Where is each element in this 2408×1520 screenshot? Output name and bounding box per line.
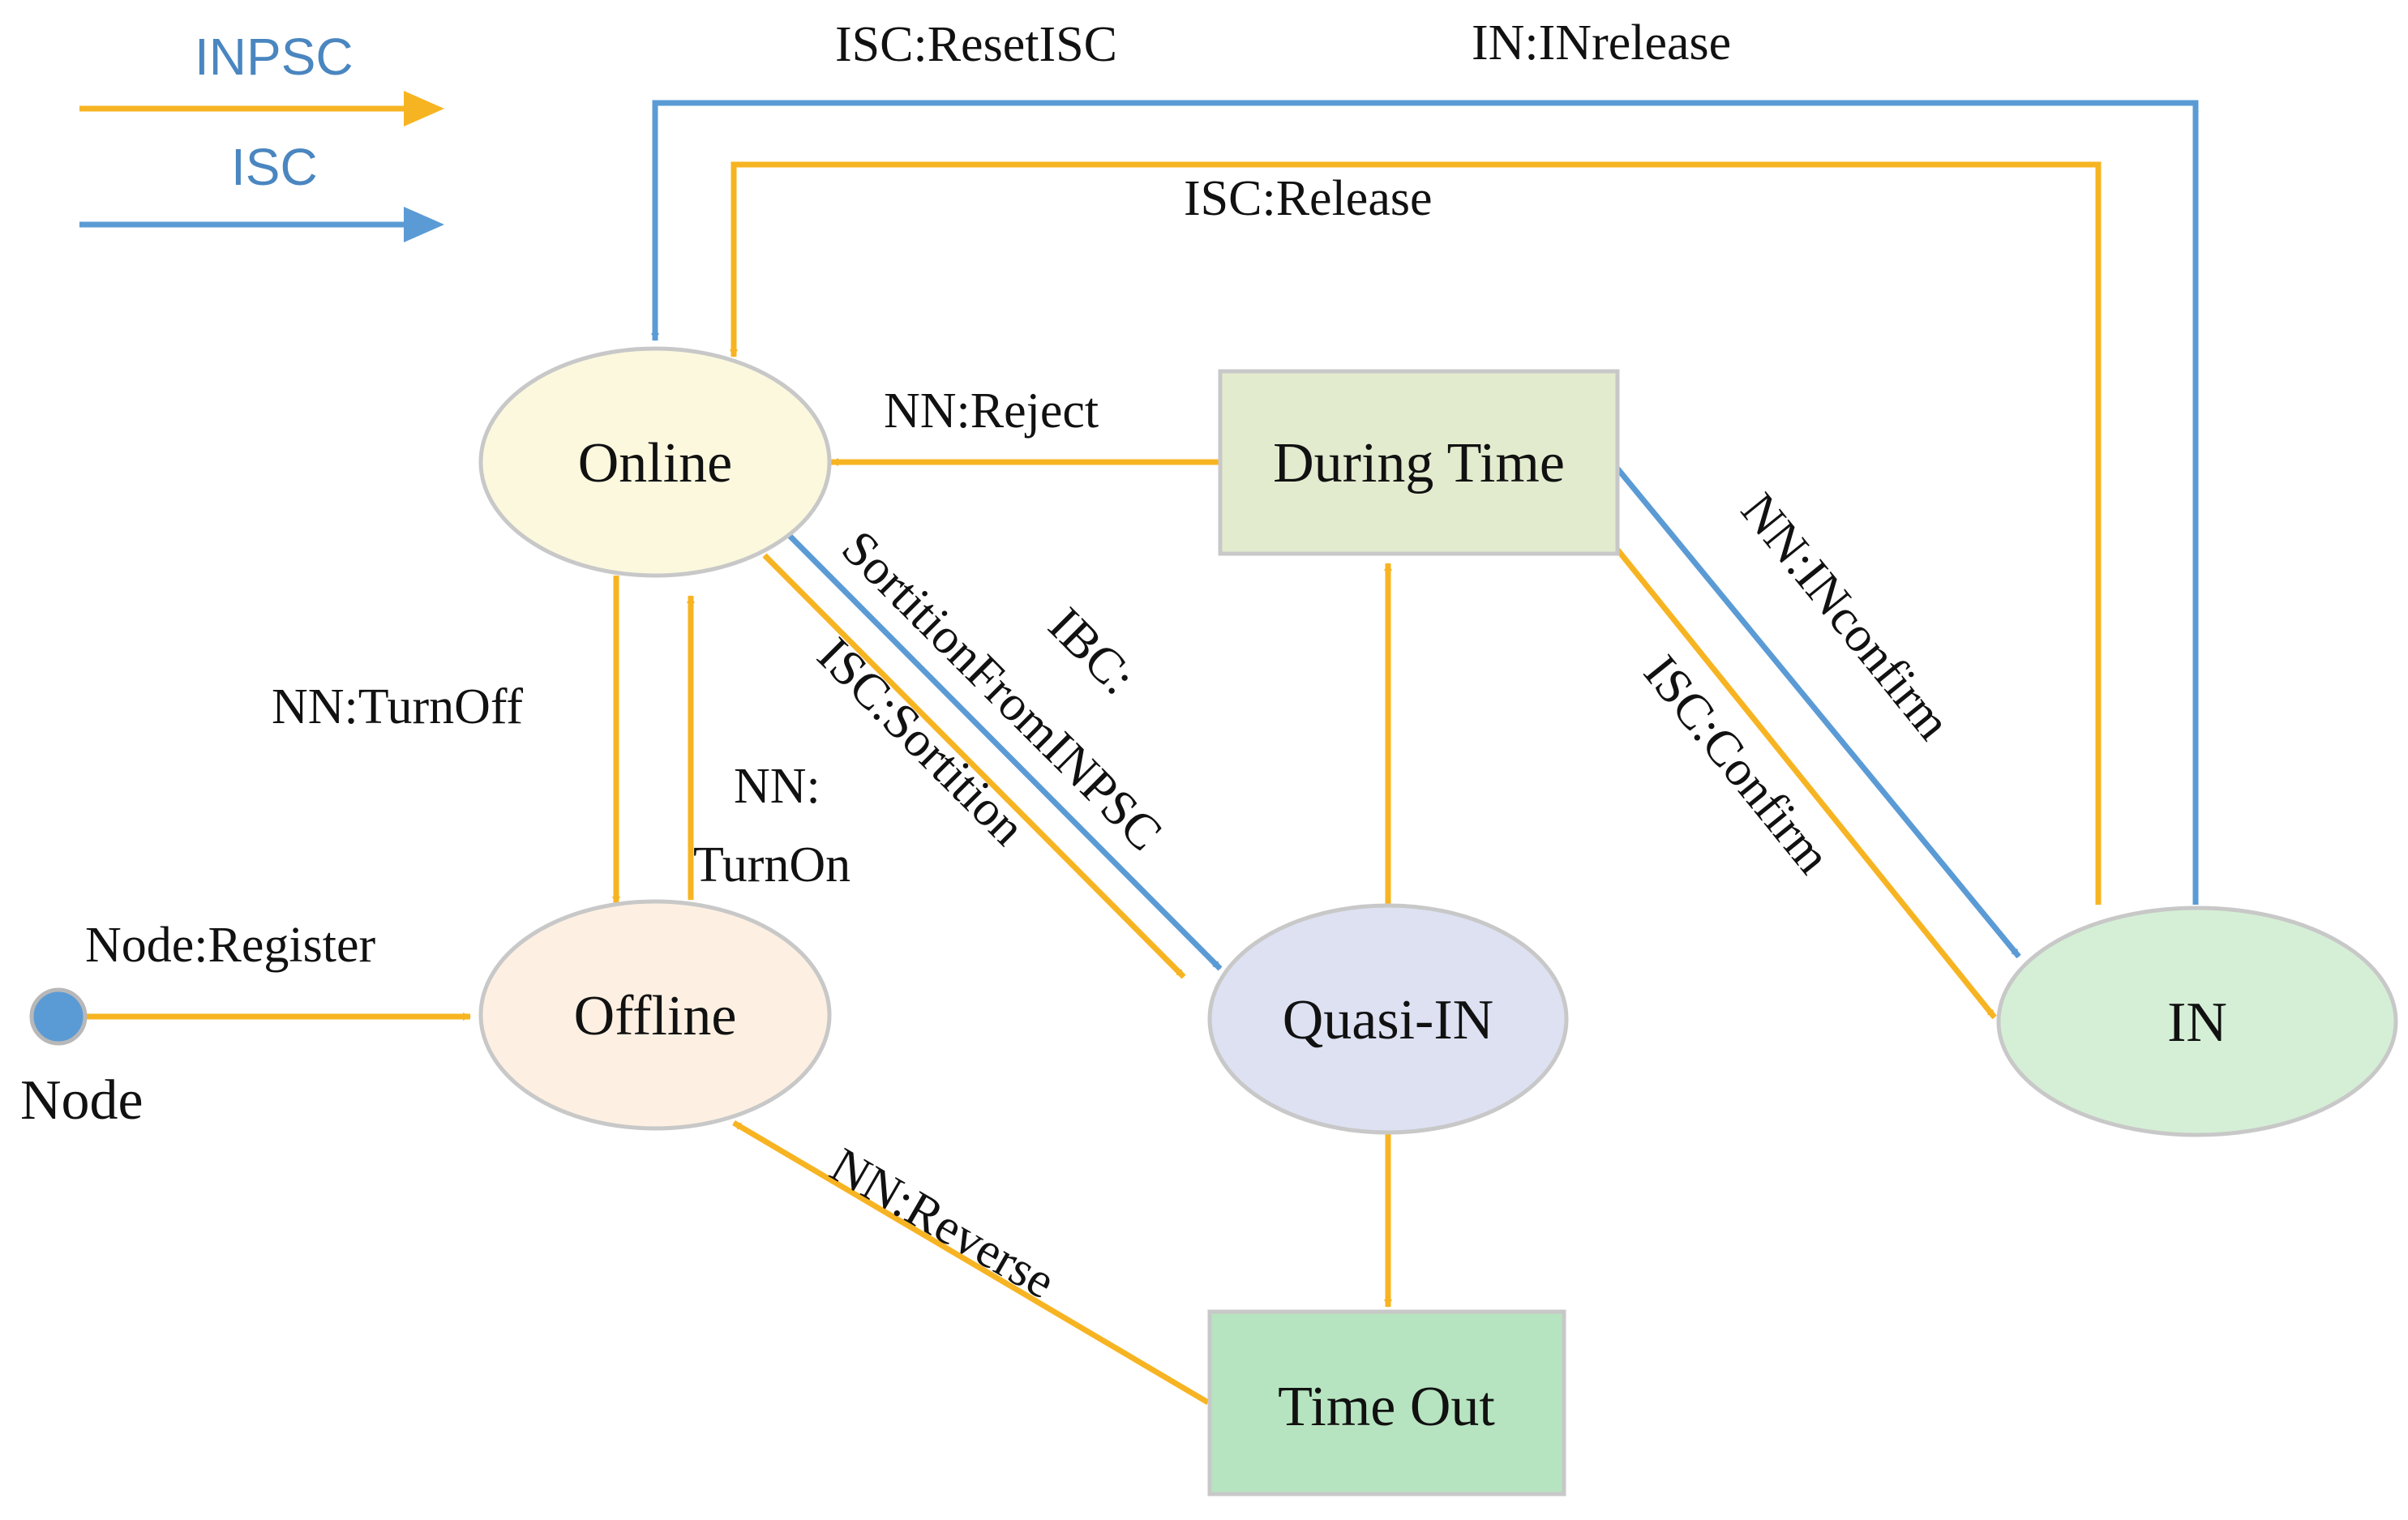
state-in	[1996, 906, 2398, 1137]
state-during-time	[1218, 369, 1620, 556]
edge-in-reset-to-online	[651, 100, 2199, 905]
label-turn-on-line1: NN:	[734, 759, 821, 814]
edge-sortition-from-inpsc	[786, 533, 1223, 971]
edge-confirm	[1615, 547, 1997, 1020]
edge-release-to-online	[730, 161, 2102, 905]
state-time-out-label: Time Out	[1278, 1376, 1495, 1438]
state-offline	[478, 899, 832, 1131]
label-confirm: ISC:Confirm	[1633, 645, 1841, 884]
label-release: ISC:Release	[1184, 171, 1433, 226]
state-quasi-in	[1207, 903, 1569, 1135]
nodes: Online Offline Quasi-IN IN During Time T…	[20, 346, 2398, 1496]
label-reject: NN:Reject	[884, 383, 1099, 439]
state-online	[478, 346, 832, 578]
state-online-label: Online	[578, 432, 733, 495]
state-time-out	[1207, 1309, 1566, 1496]
legend-isc-label: ISC	[231, 138, 318, 196]
label-register: Node:Register	[85, 918, 375, 973]
label-reset-isc: ISC:ResetISC	[835, 17, 1117, 72]
start-node-label: Node	[20, 1069, 144, 1132]
label-turn-on-line2: TurnOn	[693, 837, 851, 893]
legend-inpsc-label: INPSC	[195, 28, 353, 86]
legend-isc-arrowhead	[404, 207, 444, 242]
legend: INPSC ISC	[79, 28, 444, 242]
state-quasi-in-label: Quasi-IN	[1283, 989, 1493, 1051]
state-offline-label: Offline	[574, 985, 737, 1047]
legend-inpsc-arrowhead	[404, 91, 444, 126]
label-ibc: IBC:	[1038, 597, 1146, 705]
state-during-time-label: During Time	[1273, 432, 1565, 495]
edge-sortition	[762, 553, 1186, 979]
label-in-confirm: NN:INconfirm	[1730, 483, 1961, 750]
start-node-dot	[29, 987, 88, 1046]
label-reverse: NN:Reverse	[821, 1137, 1064, 1309]
edge-labels: ISC:ResetISC IN:INrelease ISC:Release NN…	[85, 15, 1961, 1309]
label-in-release: IN:INrelease	[1472, 15, 1731, 71]
label-turn-off: NN:TurnOff	[272, 679, 523, 734]
edge-reverse	[732, 1120, 1210, 1406]
edge-in-confirm	[1615, 466, 2021, 959]
edges	[81, 100, 2199, 1406]
state-in-label: IN	[2167, 991, 2227, 1054]
